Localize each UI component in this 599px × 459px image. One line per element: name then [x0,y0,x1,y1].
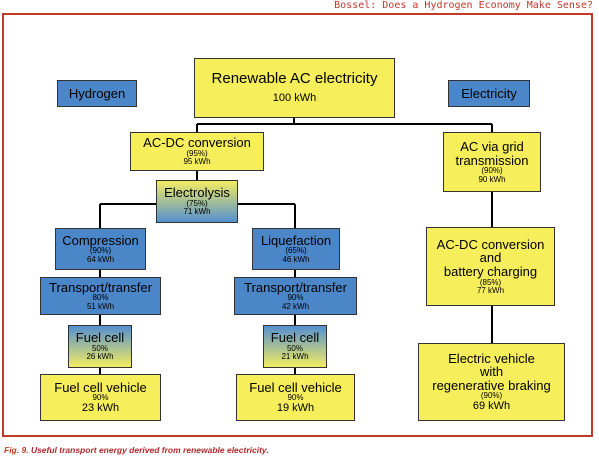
label-hydrogen-text: Hydrogen [68,85,126,101]
node-value: 95 kWh [183,157,211,167]
node-title: and [479,250,502,266]
node-value: 64 kWh [86,254,115,264]
label-electricity-text: Electricity [461,85,517,101]
node-value: 77 kWh [476,285,505,295]
node-value: 69 kWh [472,399,511,412]
node-title: regenerative braking [432,377,551,393]
node-pct: (95%) [186,148,208,158]
node-liquefaction: Liquefaction (65%) 46 kWh [252,228,340,270]
node-title: Transport/transfer [49,279,152,295]
node-value: 51 kWh [86,301,115,311]
node-pct: (90%) [89,246,112,256]
node-title: Renewable AC electricity [211,70,378,88]
node-fuelcell-liquid: Fuel cell 50% 21 kWh [263,325,327,368]
node-renewable-ac: Renewable AC electricity 100 kWh [194,58,395,118]
node-fuelcell-compressed: Fuel cell 50% 26 kWh [68,325,132,368]
node-title: Fuel cell [75,330,125,346]
node-title: AC-DC conversion [143,135,251,151]
node-pct: (90%) [480,391,503,401]
node-pct: (75%) [186,198,208,208]
node-pct: 90% [287,393,304,403]
caption-label: Fig. 9. [4,445,29,455]
figure-caption: Fig. 9. Useful transport energy derived … [4,445,269,455]
node-title: Transport/transfer [244,279,347,295]
node-value: 23 kWh [81,401,120,414]
label-hydrogen: Hydrogen [57,80,137,107]
node-pct: 50% [286,343,303,353]
node-title: with [479,364,504,380]
node-transport-compressed: Transport/transfer 80% 51 kWh [40,277,161,315]
node-grid-transmission: AC via grid transmission (90%) 90 kWh [443,132,541,192]
node-value: 26 kWh [86,352,114,362]
node-title: Compression [62,232,139,248]
node-pct: 50% [91,343,108,353]
node-title: Electrolysis [164,185,230,201]
node-title: battery charging [443,263,538,279]
node-title: Liquefaction [260,232,332,248]
node-title: Fuel cell [270,330,320,346]
node-compression: Compression (90%) 64 kWh [55,228,146,270]
node-pct: (65%) [285,246,307,256]
node-value: 19 kWh [276,401,315,414]
running-header: Bossel: Does a Hydrogen Economy Make Sen… [334,0,593,11]
node-pct: (85%) [479,277,502,287]
node-value: 90 kWh [478,174,506,184]
node-value: 100 kWh [272,92,317,105]
node-title: AC-DC conversion [436,236,545,252]
node-value: 46 kWh [282,254,310,264]
node-title: transmission [455,152,529,168]
node-vehicle-compressed: Fuel cell vehicle 90% 23 kWh [40,374,161,421]
node-electric-vehicle: Electric vehicle with regenerative braki… [418,343,565,421]
node-pct: 90% [287,293,304,303]
node-pct: 90% [92,393,109,403]
node-acdc-hydrogen: AC-DC conversion (95%) 95 kWh [130,132,264,171]
label-electricity: Electricity [448,80,530,107]
node-title: Fuel cell vehicle [249,379,342,395]
node-pct: 80% [92,293,109,303]
node-transport-liquid: Transport/transfer 90% 42 kWh [234,277,357,315]
node-vehicle-liquid: Fuel cell vehicle 90% 19 kWh [236,374,355,421]
node-acdc-battery: AC-DC conversion and battery charging (8… [426,227,555,306]
node-value: 71 kWh [183,207,211,217]
node-title: Electric vehicle [448,350,535,366]
node-title: Fuel cell vehicle [54,379,147,395]
node-pct: (90%) [481,166,503,176]
node-value: 42 kWh [281,301,310,311]
node-title: AC via grid [460,138,524,154]
caption-text: Useful transport energy derived from ren… [30,445,269,455]
node-value: 21 kWh [281,352,309,362]
node-electrolysis: Electrolysis (75%) 71 kWh [156,180,238,223]
